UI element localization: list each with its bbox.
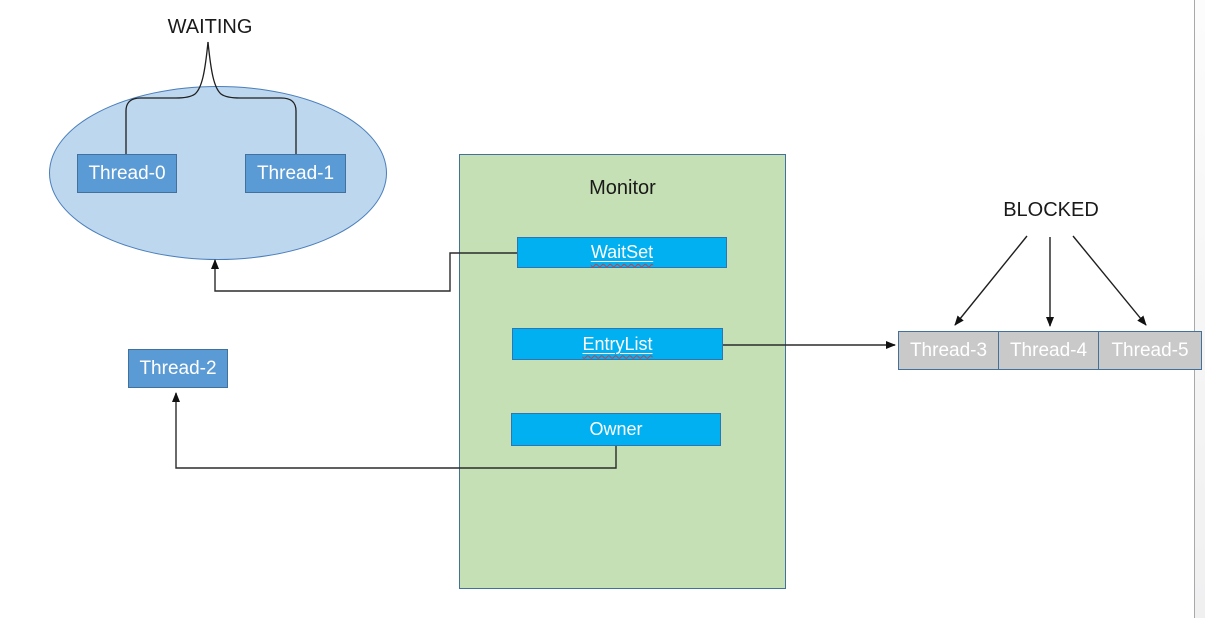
thread-2-box: Thread-2 (128, 349, 228, 388)
owner-box: Owner (511, 413, 721, 446)
thread-0-label: Thread-0 (88, 162, 166, 184)
entrylist-box: EntryList (512, 328, 723, 360)
thread-3-label: Thread-3 (909, 339, 988, 361)
thread-4-box: Thread-4 (998, 331, 1099, 370)
thread-5-label: Thread-5 (1111, 339, 1189, 361)
waitset-label: WaitSet (590, 242, 654, 262)
thread-0-box: Thread-0 (77, 154, 177, 193)
entrylist-underline: EntryList (582, 334, 652, 355)
blocked-arrow-right (1072, 235, 1147, 326)
blocked-arrow-left (954, 235, 1028, 326)
thread-1-label: Thread-1 (256, 162, 335, 184)
thread-5-box: Thread-5 (1098, 331, 1202, 370)
monitor-title: Monitor (589, 177, 656, 199)
vertical-scrollbar[interactable] (1194, 0, 1205, 618)
thread-3-box: Thread-3 (898, 331, 999, 370)
thread-1-box: Thread-1 (245, 154, 346, 193)
waitset-underline: WaitSet (591, 242, 653, 263)
thread-2-label: Thread-2 (139, 357, 217, 379)
monitor-box: Monitor (459, 154, 786, 589)
blocked-state-label: BLOCKED (1003, 199, 1099, 221)
entrylist-label: EntryList (582, 333, 653, 354)
thread-4-label: Thread-4 (1009, 339, 1088, 361)
owner-label: Owner (589, 419, 643, 439)
blocked-thread-row: Thread-3 Thread-4 Thread-5 (898, 331, 1202, 370)
waitset-box: WaitSet (517, 237, 727, 268)
waiting-state-label: WAITING (167, 16, 253, 38)
